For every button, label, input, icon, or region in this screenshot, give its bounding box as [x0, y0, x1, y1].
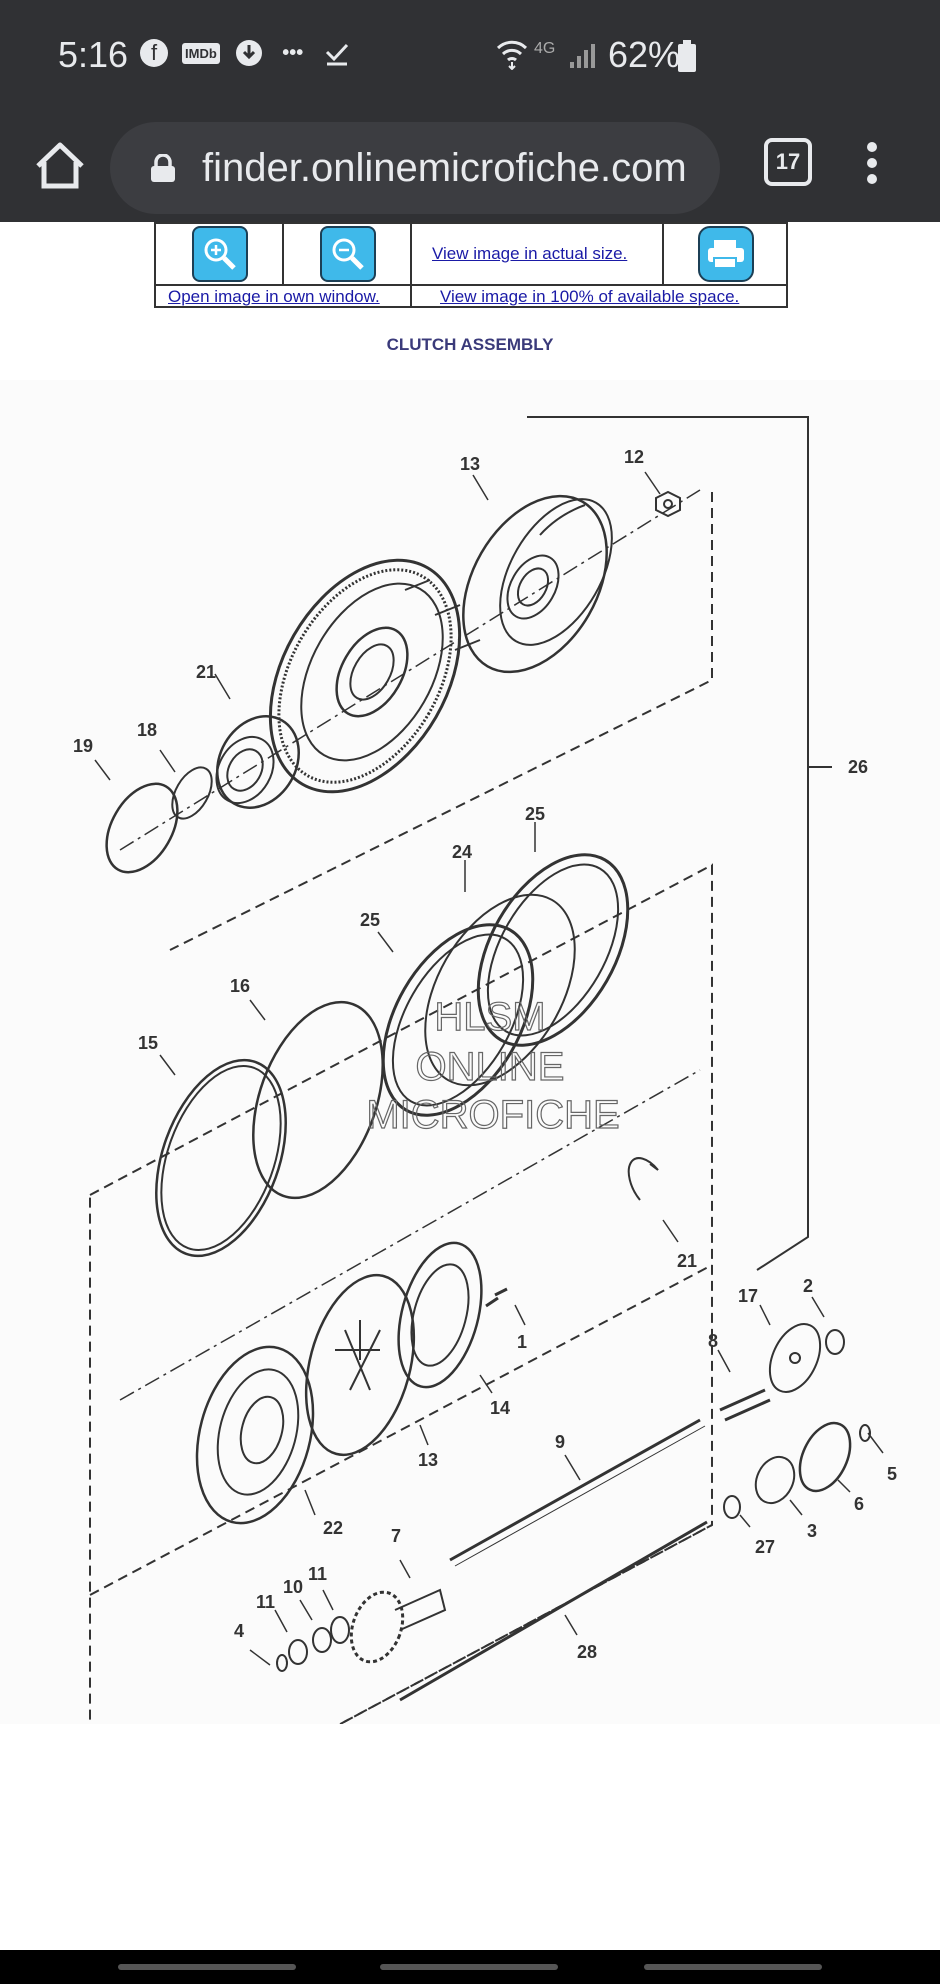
- part-label-21[interactable]: 21: [196, 662, 216, 682]
- toolbar-divider: [156, 284, 786, 286]
- watermark-line-3: MICROFICHE: [366, 1093, 619, 1137]
- part-label-5[interactable]: 5: [887, 1464, 897, 1484]
- address-bar[interactable]: finder.onlinemicrofiche.com: [110, 122, 720, 214]
- open-own-window-link[interactable]: Open image in own window.: [168, 287, 380, 306]
- lock-icon: [151, 154, 175, 182]
- view-100-percent-link[interactable]: View image in 100% of available space.: [440, 287, 740, 306]
- watermark-line-2: ONLINE: [416, 1045, 565, 1089]
- part-label-7[interactable]: 7: [391, 1526, 401, 1546]
- system-back-button[interactable]: [644, 1964, 822, 1970]
- print-button[interactable]: [698, 226, 754, 282]
- view-actual-size-link[interactable]: View image in actual size.: [432, 244, 628, 263]
- more-icon: •••: [282, 41, 304, 64]
- part-label-18[interactable]: 17: [738, 1286, 758, 1306]
- full-space-cell: View image in 100% of available space.: [412, 286, 786, 308]
- url-text[interactable]: finder.onlinemicrofiche.com: [202, 146, 687, 190]
- part-label-1[interactable]: 1: [517, 1332, 527, 1352]
- part-label-27[interactable]: 27: [755, 1537, 775, 1557]
- browser-toolbar: finder.onlinemicrofiche.com 17: [0, 110, 940, 222]
- zoom-out-icon: [332, 238, 364, 270]
- part-label-28[interactable]: 28: [577, 1642, 597, 1662]
- part-label-26[interactable]: 26: [848, 757, 868, 777]
- watermark-line-1: HLSM: [434, 995, 545, 1039]
- image-toolbar: View image in actual size. Open image in…: [154, 222, 788, 308]
- clutch-assembly-drawing: HLSM ONLINE MICROFICHE 13 12 21 18 19 26…: [73, 416, 897, 1860]
- part-label-19[interactable]: 18: [137, 720, 157, 740]
- own-window-cell: Open image in own window.: [156, 286, 412, 308]
- part-label-2[interactable]: 2: [803, 1276, 813, 1296]
- network-type-label: 4G: [534, 40, 556, 57]
- recent-apps-button[interactable]: [118, 1964, 296, 1970]
- battery-percent: 62%: [608, 34, 681, 75]
- parts-diagram[interactable]: HLSM ONLINE MICROFICHE 13 12 21 18 19 26…: [0, 380, 940, 1860]
- home-button[interactable]: [30, 136, 90, 196]
- notification-icons: f IMDb •••: [140, 38, 352, 68]
- part-label-3[interactable]: 3: [807, 1521, 817, 1541]
- download-icon: [234, 38, 264, 68]
- part-label-15[interactable]: 14: [490, 1398, 510, 1418]
- home-icon: [36, 142, 84, 189]
- overflow-menu-button[interactable]: [862, 136, 882, 196]
- tab-switcher-button[interactable]: 17: [764, 138, 812, 186]
- part-label-17[interactable]: 16: [230, 976, 250, 996]
- part-label-9[interactable]: 9: [555, 1432, 565, 1452]
- zoom-out-cell: [284, 224, 412, 284]
- page-title: CLUTCH ASSEMBLY: [386, 335, 554, 354]
- print-icon: [708, 240, 744, 269]
- part-label-23[interactable]: 22: [323, 1518, 343, 1538]
- part-label-25-top[interactable]: 25: [525, 804, 545, 824]
- status-time: 5:16: [58, 34, 129, 75]
- part-label-6[interactable]: 6: [854, 1494, 864, 1514]
- zoom-in-button[interactable]: [192, 226, 248, 282]
- zoom-in-icon: [204, 238, 236, 270]
- part-label-13[interactable]: 13: [460, 454, 480, 474]
- part-label-24[interactable]: 24: [452, 842, 472, 862]
- part-label-22[interactable]: 21: [677, 1251, 697, 1271]
- part-label-12[interactable]: 12: [624, 447, 644, 467]
- print-cell: [664, 224, 786, 284]
- imdb-icon: IMDb: [182, 42, 220, 64]
- zoom-in-cell: [156, 224, 284, 284]
- signal-icon: [568, 40, 598, 75]
- wifi-icon: [496, 38, 528, 75]
- part-label-25-bottom[interactable]: 25: [360, 910, 380, 930]
- part-label-11-left[interactable]: 11: [256, 1592, 275, 1612]
- system-navigation-bar: [0, 1950, 940, 1984]
- system-home-button[interactable]: [380, 1964, 558, 1970]
- part-label-4[interactable]: 4: [234, 1621, 244, 1641]
- part-label-14[interactable]: 13: [418, 1450, 438, 1470]
- part-label-20[interactable]: 19: [73, 736, 93, 756]
- battery-icon: [678, 40, 696, 77]
- part-label-16[interactable]: 15: [138, 1033, 158, 1053]
- part-label-8[interactable]: 8: [708, 1331, 718, 1351]
- facebook-icon: f: [140, 39, 168, 67]
- zoom-out-button[interactable]: [320, 226, 376, 282]
- check-icon: [322, 38, 352, 68]
- part-label-11-right[interactable]: 11: [308, 1564, 327, 1584]
- part-label-10[interactable]: 10: [283, 1577, 303, 1597]
- actual-size-cell: View image in actual size.: [412, 224, 664, 284]
- status-bar: 5:16 f IMDb ••• 4G 62%: [0, 0, 940, 110]
